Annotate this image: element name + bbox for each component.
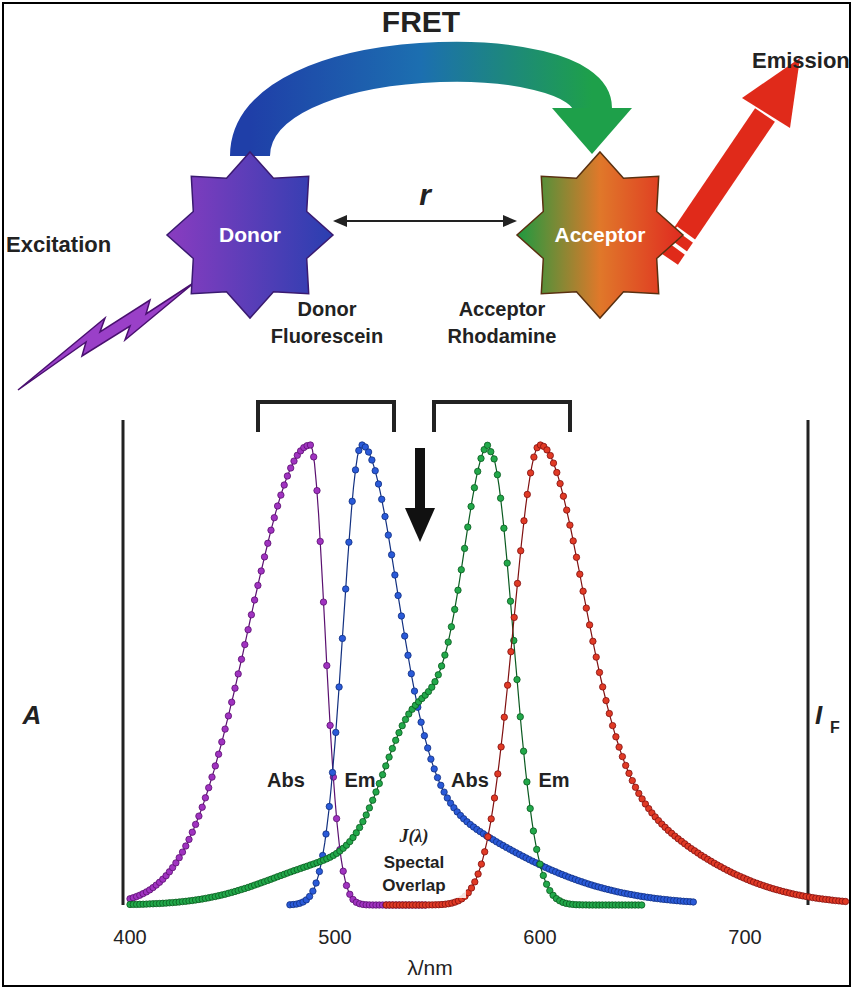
distance-label: r bbox=[419, 177, 431, 213]
acceptor-bracket bbox=[434, 402, 570, 432]
donor-bracket bbox=[258, 402, 394, 432]
emission-arrow bbox=[668, 58, 800, 258]
right-axis bbox=[807, 420, 810, 905]
bracket-label: Donor Fluorescein bbox=[252, 296, 402, 350]
excitation-bolt bbox=[18, 282, 195, 390]
fret-title: FRET bbox=[382, 4, 460, 40]
donor-star: Donor bbox=[165, 150, 335, 320]
curve-label: Em bbox=[344, 768, 375, 792]
node-label: Acceptor bbox=[554, 223, 645, 247]
overlap-arrow bbox=[405, 448, 435, 542]
axis-label: I bbox=[815, 700, 822, 731]
curve-label: Abs bbox=[267, 768, 305, 792]
bracket-label: Acceptor Rhodamine bbox=[427, 296, 577, 350]
tick-label: 400 bbox=[113, 925, 146, 949]
emission-label: Emission bbox=[752, 48, 850, 74]
acceptor-star: Acceptor bbox=[515, 150, 685, 320]
overlap-symbol: J(λ) bbox=[398, 826, 431, 848]
tick-label: 700 bbox=[728, 925, 761, 949]
curve-label: Em bbox=[538, 768, 569, 792]
tick-label: 600 bbox=[523, 925, 556, 949]
axis-subscript: F bbox=[830, 718, 840, 737]
distance-arrow bbox=[333, 215, 517, 227]
tick-label: 500 bbox=[318, 925, 351, 949]
fret-arrow bbox=[250, 62, 632, 156]
axis-title: λ/nm bbox=[407, 955, 453, 980]
overlap-label: Spectal Overlap bbox=[362, 852, 466, 898]
axis-label: A bbox=[23, 700, 42, 731]
spectra bbox=[127, 442, 849, 908]
excitation-label: Excitation bbox=[6, 232, 111, 258]
left-axis bbox=[122, 420, 125, 905]
node-label: Donor bbox=[219, 223, 281, 247]
curve-label: Abs bbox=[451, 768, 489, 792]
